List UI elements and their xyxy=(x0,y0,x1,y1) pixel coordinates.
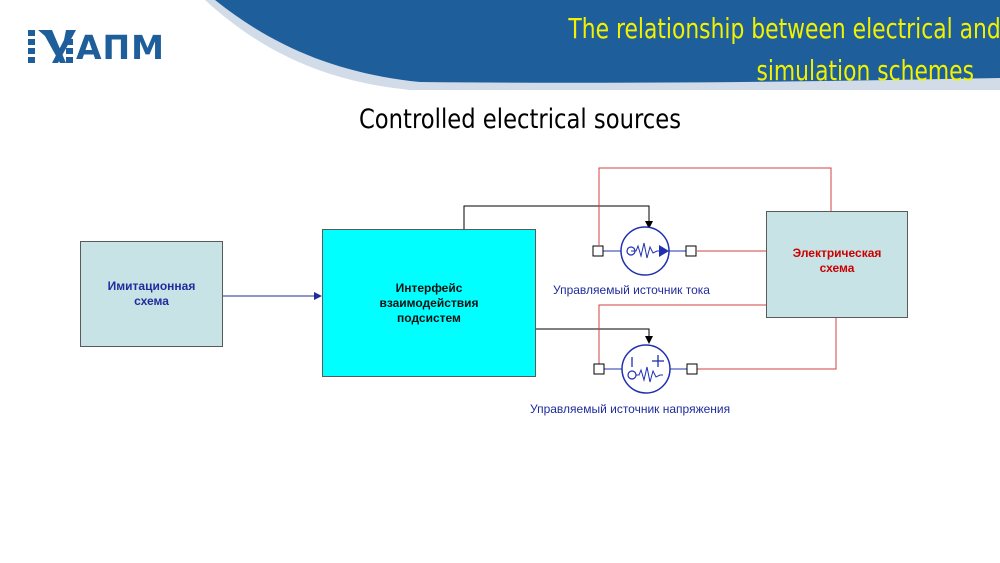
electrical-box-line1: Электрическая xyxy=(792,246,882,260)
header-title: The relationship between electrical and … xyxy=(568,8,1000,92)
arrowhead-control-current xyxy=(645,221,653,229)
interface-box: Интерфейс взаимодействия подсистем xyxy=(322,229,536,377)
arrowhead-sim-to-interface xyxy=(314,292,322,300)
control-wire-voltage xyxy=(536,328,650,337)
interface-box-line3: подсистем xyxy=(397,310,461,325)
interface-box-line2: взаимодействия xyxy=(379,295,479,310)
header-swoosh xyxy=(215,0,1000,83)
logo-text: АПМ xyxy=(76,28,165,67)
red-wire-voltage-left xyxy=(598,304,766,364)
red-wire-voltage-right xyxy=(697,318,837,370)
header-title-line1: The relationship between electrical and xyxy=(568,12,1000,45)
control-wire-current xyxy=(463,205,650,229)
voltage-source-label: Управляемый источник напряжения xyxy=(530,402,731,416)
slide-subtitle: Controlled electrical sources xyxy=(358,104,682,135)
red-wire-top-loop xyxy=(598,167,832,245)
interface-box-line1: Интерфейс xyxy=(395,280,463,295)
simulation-scheme-box: Имитационная схема xyxy=(80,241,223,347)
simulation-box-line2: схема xyxy=(134,294,169,308)
controlled-voltage-source-icon xyxy=(593,344,698,394)
header-title-line2: simulation schemes xyxy=(756,54,974,87)
arrowhead-control-voltage xyxy=(645,336,653,344)
simulation-box-line1: Имитационная xyxy=(107,279,196,293)
current-source-label: Управляемый источник тока xyxy=(553,283,710,297)
controlled-current-source-icon xyxy=(592,226,697,276)
apm-logo-icon xyxy=(28,30,76,63)
electrical-box-line2: схема xyxy=(819,261,855,275)
electrical-scheme-box: Электрическая схема xyxy=(766,211,908,318)
